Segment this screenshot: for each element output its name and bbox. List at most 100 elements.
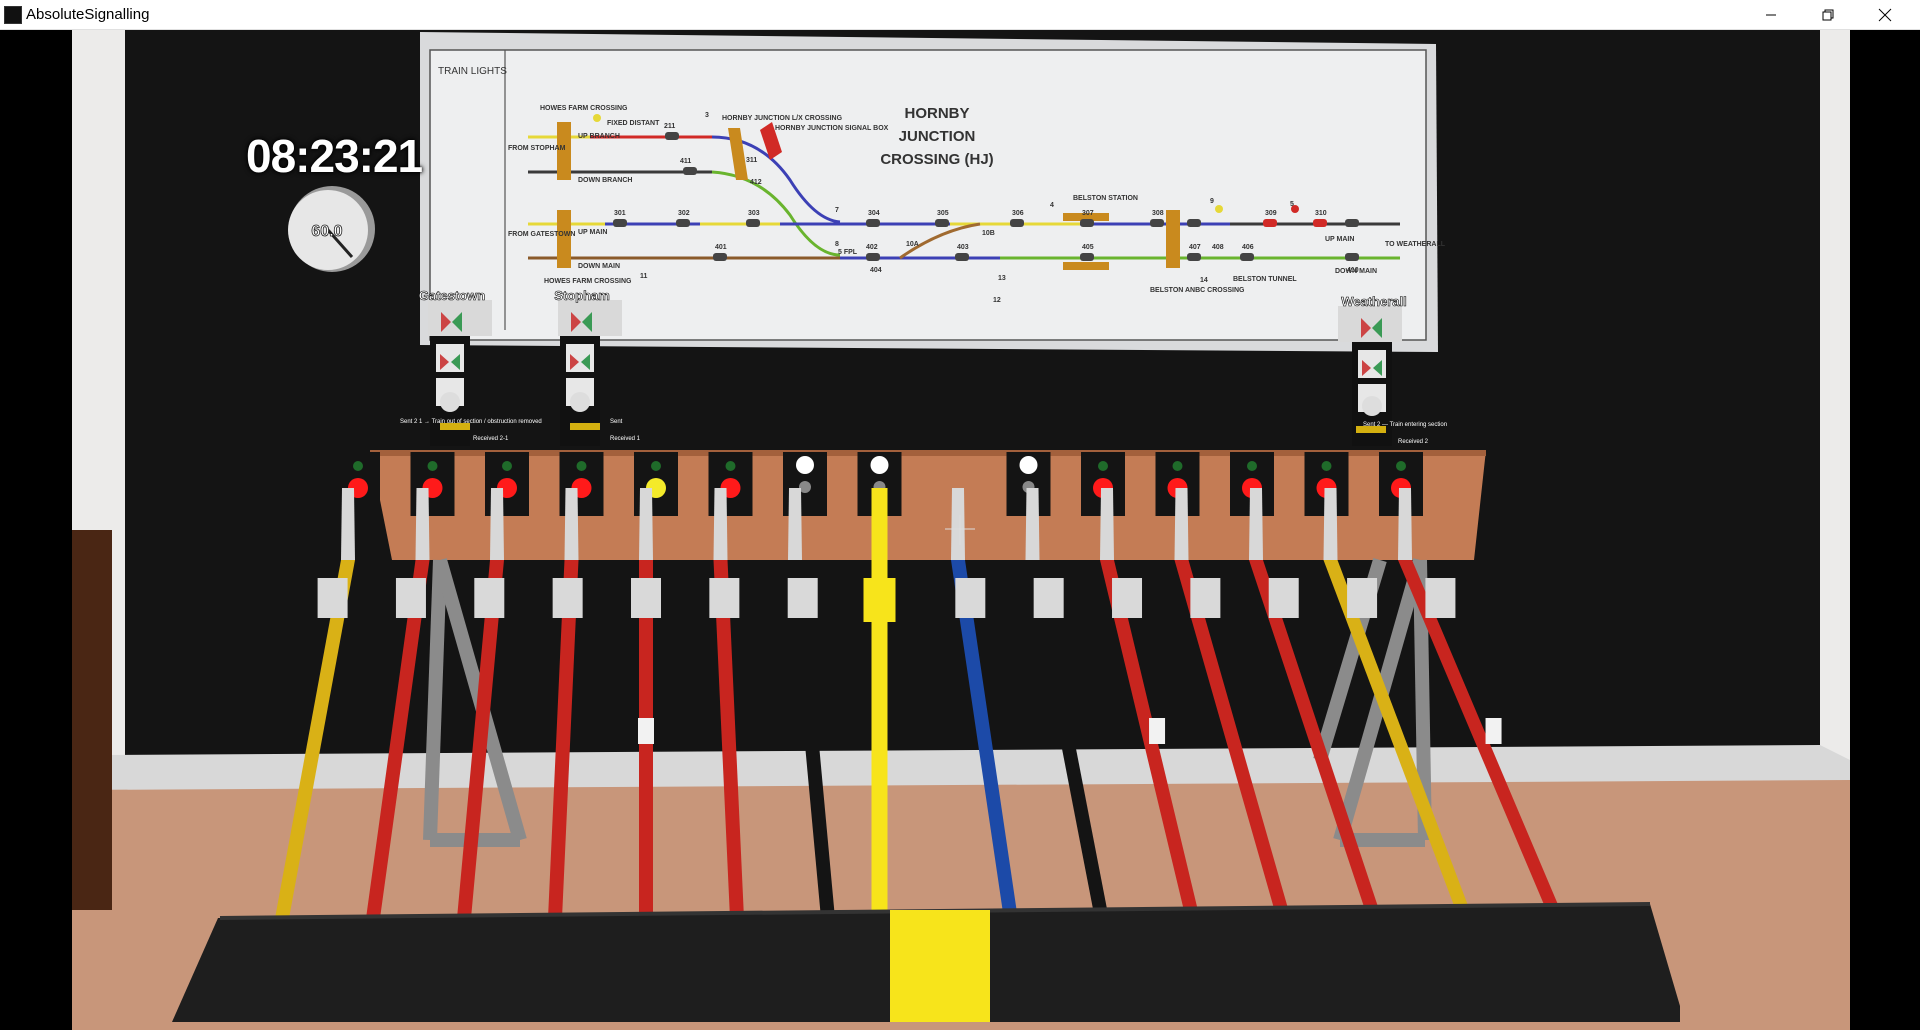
lever-catch[interactable]: [317, 578, 348, 618]
block-instrument-stopham[interactable]: Stopham Sent Received 1: [554, 288, 641, 446]
track-num-8: 8: [835, 241, 839, 248]
white-lamp: [870, 456, 889, 474]
lever-14[interactable]: [1323, 488, 1482, 940]
lever-3[interactable]: [455, 488, 505, 940]
crosshair-cursor: [945, 515, 975, 545]
lever-9[interactable]: [951, 488, 1021, 940]
line-label-down-branch: DOWN BRANCH: [578, 177, 632, 184]
lever-11[interactable]: [1100, 488, 1205, 940]
lever-catch[interactable]: [1347, 578, 1378, 618]
white-lamp: [1019, 456, 1038, 474]
track-num-13: 13: [998, 275, 1006, 282]
line-label-down-main-east: DOWN MAIN: [1335, 268, 1377, 275]
lever-15[interactable]: [1398, 488, 1573, 940]
green-lamp: [502, 461, 512, 471]
track-num-301: 301: [614, 210, 626, 217]
track-num-5: 5: [1290, 201, 1294, 208]
track-num-3: 3: [705, 112, 709, 119]
place-belston-station: BELSTON STATION: [1073, 195, 1138, 202]
track-num-408: 408: [1212, 244, 1224, 251]
lever-7[interactable]: [787, 488, 837, 940]
lever-catch[interactable]: [955, 578, 986, 618]
lever-2[interactable]: [363, 488, 430, 940]
minimize-icon: [1766, 14, 1776, 15]
lever-catch[interactable]: [631, 578, 661, 618]
track-num-306: 306: [1012, 210, 1024, 217]
track-num-410: 410: [1347, 267, 1359, 274]
lever-13[interactable]: [1249, 488, 1389, 940]
lever-6[interactable]: [709, 488, 745, 940]
lever-12[interactable]: [1174, 488, 1298, 940]
track-num-412: 412: [750, 179, 762, 186]
place-howes-farm-down: HOWES FARM CROSSING: [544, 278, 632, 285]
stopham-label: Stopham: [554, 288, 610, 303]
close-button[interactable]: [1862, 0, 1908, 29]
weatherall-status: Sent 2 — Train entering section: [1363, 422, 1447, 428]
lever-5[interactable]: [631, 488, 661, 940]
minimize-button[interactable]: [1748, 0, 1794, 29]
line-label-up-branch: UP BRANCH: [578, 133, 620, 140]
lever-catch[interactable]: [474, 578, 505, 618]
track-num-404: 404: [870, 267, 882, 274]
green-lamp: [1172, 461, 1183, 471]
restore-icon: [1822, 9, 1834, 20]
lever-10[interactable]: [1025, 488, 1114, 940]
block-instrument-weatherall[interactable]: Weatherall Sent 2 — Train entering secti…: [1338, 294, 1447, 446]
line-label-down-main: DOWN MAIN: [578, 263, 620, 270]
green-lamp: [1396, 461, 1406, 471]
lever-catch[interactable]: [1190, 578, 1221, 618]
green-lamp: [651, 461, 661, 471]
signal-box-scene: TRAIN LIGHTS HORNBY JUNCTION CROSSING (H…: [72, 30, 1850, 1030]
track-num-303: 303: [748, 210, 760, 217]
line-label-up-main-east: UP MAIN: [1325, 236, 1354, 243]
lever-4[interactable]: [547, 488, 583, 940]
track-num-11: 11: [640, 273, 648, 280]
title-bar: AbsoluteSignalling: [0, 0, 1920, 30]
game-clock: 08:23:21: [246, 130, 423, 182]
green-lamp: [1247, 461, 1257, 471]
place-howes-farm-up: HOWES FARM CROSSING: [540, 105, 628, 112]
app-icon: [4, 6, 22, 24]
speed-dial-value: 60.0: [311, 223, 342, 240]
place-belston-anbc: BELSTON ANBC CROSSING: [1150, 287, 1245, 294]
track-num-407: 407: [1189, 244, 1201, 251]
track-num-310: 310: [1315, 210, 1327, 217]
lever-catch[interactable]: [1425, 578, 1456, 618]
block-instrument-gatestown[interactable]: Gatestown Sent 2 1 → Train out of sectio…: [400, 288, 542, 446]
fixed-distant-label: FIXED DISTANT: [607, 120, 660, 127]
track-num-9: 9: [1210, 198, 1214, 205]
lever-catch[interactable]: [709, 578, 740, 618]
diagram-title-3: CROSSING (HJ): [880, 151, 993, 168]
lever-catch[interactable]: [395, 578, 426, 618]
track-num-403: 403: [957, 244, 969, 251]
white-lamp: [796, 456, 814, 474]
lever-catch[interactable]: [1112, 578, 1143, 618]
lever-catch[interactable]: [787, 578, 818, 618]
place-belston-tunnel: BELSTON TUNNEL: [1233, 276, 1297, 283]
weatherall-label: Weatherall: [1341, 294, 1407, 309]
lever-catch[interactable]: [1268, 578, 1299, 618]
restore-button[interactable]: [1805, 0, 1851, 29]
green-lamp: [427, 461, 438, 471]
lever-8[interactable]: [863, 488, 896, 940]
track-num-304: 304: [868, 210, 880, 217]
green-lamp: [576, 461, 587, 471]
track-num-406: 406: [1242, 244, 1254, 251]
green-lamp: [1321, 461, 1332, 471]
track-num-401: 401: [715, 244, 727, 251]
track-num-305: 305: [937, 210, 949, 217]
lever-1[interactable]: [271, 488, 355, 940]
green-lamp: [1098, 461, 1108, 471]
gatestown-received: Received 2-1: [473, 436, 509, 442]
track-num-14: 14: [1200, 277, 1208, 284]
track-num-4: 4: [1050, 202, 1054, 209]
diagram-title-2: JUNCTION: [899, 128, 976, 145]
speed-dial: 60.0: [288, 186, 375, 272]
window-title: AbsoluteSignalling: [26, 6, 150, 23]
track-num-309: 309: [1265, 210, 1277, 217]
track-num-12: 12: [993, 297, 1001, 304]
lever-catch[interactable]: [552, 578, 583, 618]
place-from-gatestown: FROM GATESTOWN: [508, 231, 575, 238]
lever-catch[interactable]: [1033, 578, 1064, 618]
track-num-311: 311: [746, 157, 757, 164]
